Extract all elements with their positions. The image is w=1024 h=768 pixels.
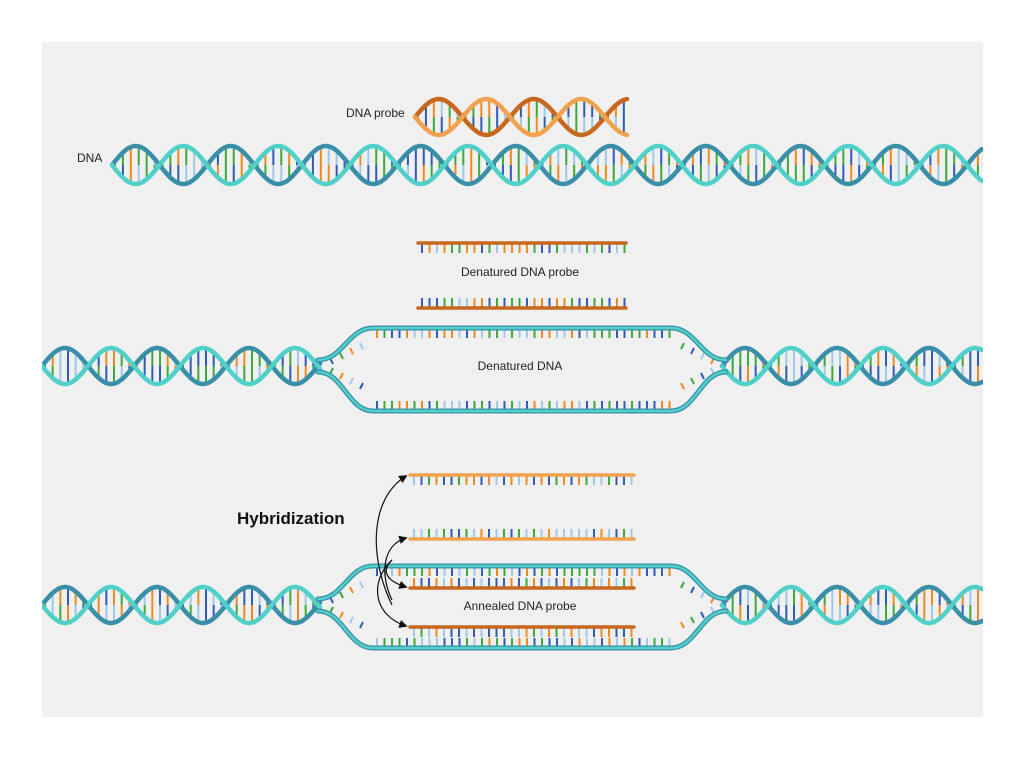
dna-probe-helix <box>412 96 630 138</box>
arrow-to-free-probe <box>375 475 408 606</box>
denatured-right-strand-back <box>719 345 983 387</box>
free-probe-strand-1 <box>408 473 636 485</box>
hybridized-bubble-top-strand <box>316 564 728 601</box>
annealed-probe-strand-top <box>408 578 636 590</box>
denatured-dna-bubble <box>315 325 729 414</box>
hybridization-label: Hybridization <box>237 509 345 528</box>
denatured-bubble-top-strand <box>316 326 728 362</box>
hybridized-left-strand-front <box>42 584 323 626</box>
hybridized-bubble-bottom-strand-outline <box>315 608 729 651</box>
denatured-right-strand-front <box>719 345 983 387</box>
dna-probe-strand-back <box>412 96 630 138</box>
denatured-left-strand-front <box>42 345 323 387</box>
arrow-to-probe-2 <box>384 535 408 601</box>
hybridized-right-strand-front <box>719 584 983 626</box>
hybridized-dna-left-helix <box>42 584 323 626</box>
denatured-dna-left-helix <box>42 345 323 387</box>
dna-probe-strand-front <box>412 96 630 138</box>
denatured-dna-label: Denatured DNA <box>478 359 563 373</box>
free-probe-strand-2 <box>408 529 636 541</box>
dna-strand-front <box>109 143 983 187</box>
dna-strand-back <box>109 143 983 187</box>
hybridization-arrows <box>375 475 408 628</box>
denatured-bubble-bottom-strand-outline <box>315 369 729 414</box>
denatured-bubble-bottom-strand <box>316 370 728 413</box>
hybridized-bubble-bottom-strand <box>316 609 728 650</box>
denatured-dna-right-helix <box>719 345 983 387</box>
hybridized-dna-bubble <box>315 563 729 651</box>
hybridized-dna-right-helix <box>719 584 983 626</box>
denatured-probe-strand-top <box>416 241 628 253</box>
denatured-probe-strand-bottom <box>416 298 628 310</box>
dna-label: DNA <box>77 151 102 165</box>
dna-probe-label: DNA probe <box>346 106 405 120</box>
annealed-probe-strand-bottom <box>408 625 636 637</box>
annealed-probe-label: Annealed DNA probe <box>464 599 577 613</box>
denatured-probe-label: Denatured DNA probe <box>461 265 579 279</box>
dna-helix <box>109 143 983 187</box>
denatured-bubble-top-strand-outline <box>315 325 729 363</box>
arrow-to-annealed-bottom <box>377 559 408 628</box>
hybridized-right-strand-back <box>719 584 983 626</box>
